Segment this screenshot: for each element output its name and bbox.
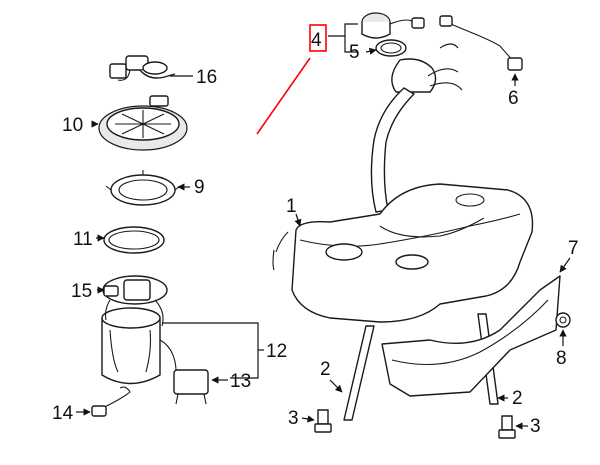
part-12-pump-assembly bbox=[101, 299, 177, 385]
callout-8: 8 bbox=[556, 348, 567, 369]
callout-3-right: 3 bbox=[530, 416, 541, 437]
part-10-lock-ring bbox=[98, 95, 188, 151]
leader-4 bbox=[328, 23, 358, 37]
leader-3a bbox=[301, 415, 315, 423]
part-3-bolt-left bbox=[314, 409, 332, 433]
leader-1 bbox=[294, 213, 302, 227]
part-8-grommet bbox=[555, 312, 571, 328]
callout-10: 10 bbox=[62, 115, 83, 136]
part-16-connector bbox=[109, 55, 176, 81]
callout-2-right: 2 bbox=[512, 388, 523, 409]
callout-6: 6 bbox=[508, 88, 519, 109]
callout-16: 16 bbox=[196, 67, 217, 88]
leader-2a bbox=[329, 379, 343, 393]
callout-4: 4 bbox=[311, 30, 322, 51]
callout-14: 14 bbox=[52, 403, 74, 424]
part-7-heat-shield bbox=[381, 275, 561, 397]
part-3-bolt-right bbox=[498, 415, 516, 439]
part-6-sensor bbox=[439, 15, 523, 71]
part-13-level-sender bbox=[173, 369, 209, 405]
highlight-arrow bbox=[256, 57, 311, 135]
callout-15: 15 bbox=[71, 281, 92, 302]
callout-5: 5 bbox=[349, 42, 360, 63]
part-4-filler-cap bbox=[361, 12, 425, 39]
part-5-seal bbox=[375, 39, 407, 57]
leader-5 bbox=[344, 36, 358, 53]
callout-4-highlight bbox=[309, 24, 327, 52]
callout-7: 7 bbox=[568, 238, 579, 259]
callout-1: 1 bbox=[286, 196, 297, 217]
part-15-pump-flange bbox=[102, 275, 168, 305]
callout-13: 13 bbox=[230, 371, 251, 392]
part-14-harness bbox=[91, 386, 131, 417]
leader-7 bbox=[559, 257, 571, 273]
callout-9: 9 bbox=[194, 177, 205, 198]
callout-12: 12 bbox=[266, 341, 287, 362]
callout-3-left: 3 bbox=[288, 408, 299, 429]
callout-11: 11 bbox=[73, 229, 93, 250]
part-11-seal bbox=[103, 226, 165, 254]
part-9-retainer bbox=[105, 170, 181, 206]
part-1-fuel-tank bbox=[272, 183, 534, 323]
callout-2-left: 2 bbox=[320, 359, 331, 380]
filler-neck bbox=[370, 43, 463, 213]
leader-5b bbox=[365, 47, 377, 55]
part-2-strap-left bbox=[343, 325, 375, 421]
